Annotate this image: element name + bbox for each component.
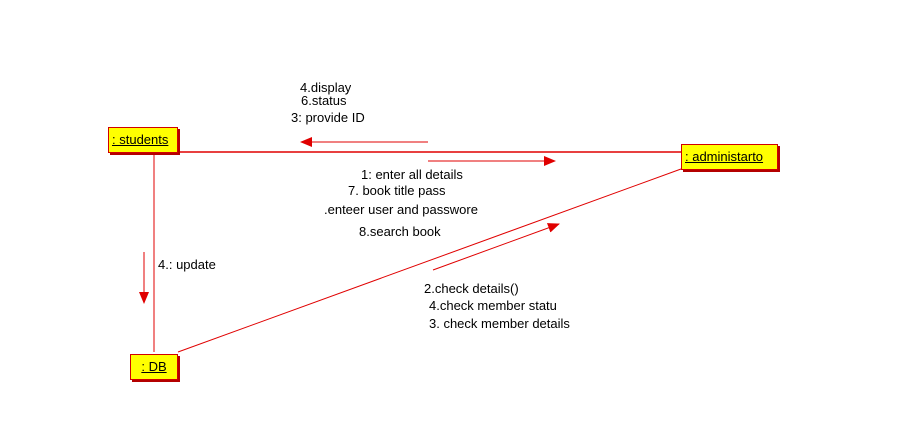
message-label-enter-user-password: .enteer user and passwore xyxy=(324,202,478,217)
message-label-check-member-status: 4.check member statu xyxy=(429,298,557,313)
message-label-check-member-details: 3. check member details xyxy=(429,316,570,331)
message-label-provide-id: 3: provide ID xyxy=(291,110,365,125)
message-label-book-title-pass: 7. book title pass xyxy=(348,183,446,198)
message-label-display: 4.display xyxy=(300,80,352,95)
message-label-check-details: 2.check details() xyxy=(424,281,519,296)
object-students[interactable]: : students xyxy=(108,127,178,153)
link-db-administrator xyxy=(177,168,682,353)
message-label-search-book: 8.search book xyxy=(359,224,441,239)
object-db[interactable]: : DB xyxy=(130,354,178,380)
object-administrator[interactable]: : administarto xyxy=(681,144,778,170)
message-label-status: 6.status xyxy=(301,93,347,108)
message-arrow-db-to-administrator xyxy=(432,223,560,271)
message-label-enter-all-details: 1: enter all details xyxy=(361,167,463,182)
message-label-update: 4.: update xyxy=(158,257,216,272)
